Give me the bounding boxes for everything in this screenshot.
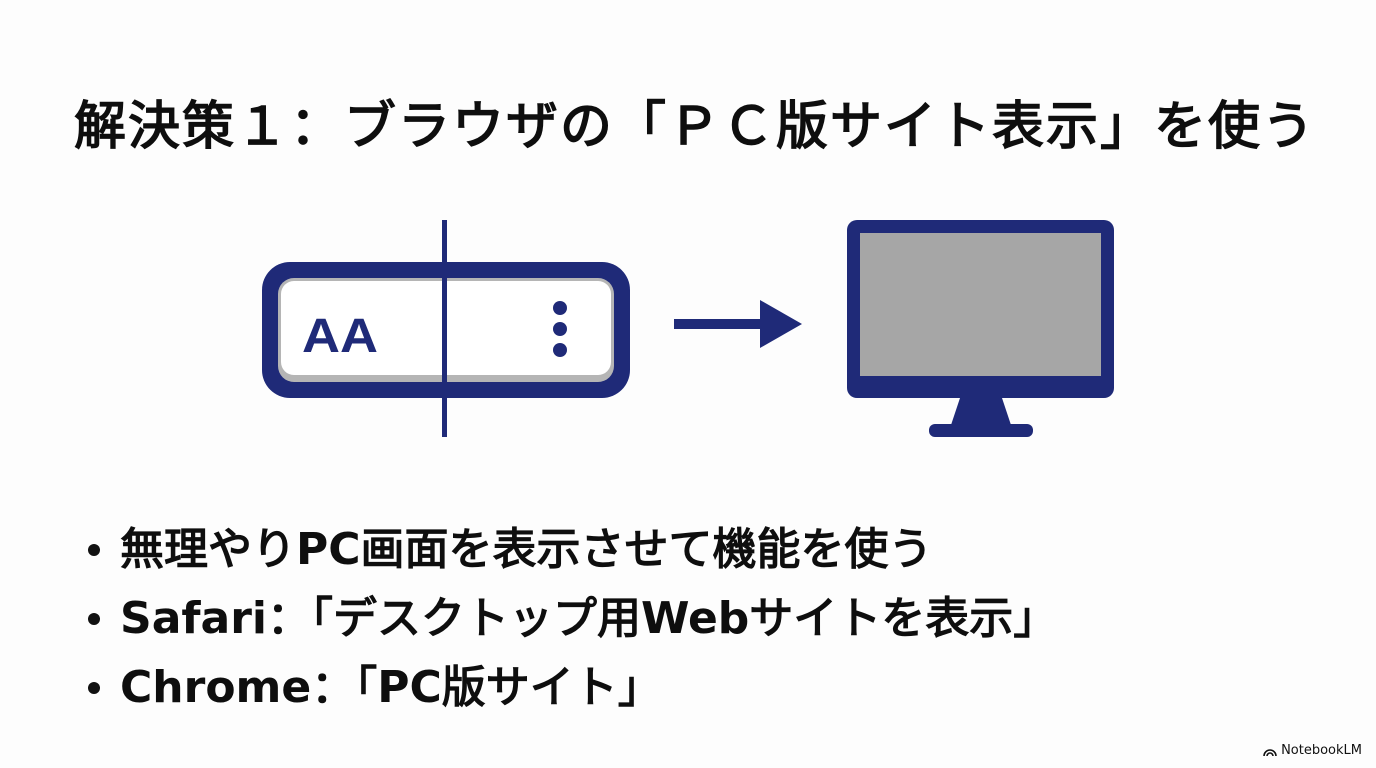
bullet-item: Chrome：「PC版サイト」 [88,653,1057,722]
bullet-dot [88,681,100,694]
illustration: AA [262,220,1114,437]
bullet-item: Safari：「デスクトップ用Webサイトを表示」 [88,584,1057,653]
notebooklm-watermark: NotebookLM [1263,743,1362,758]
slide-title: 解決策１：ブラウザの「ＰＣ版サイト表示」を使う [74,97,1317,157]
desktop-monitor-icon [847,220,1114,437]
arrow-right-icon [674,300,802,348]
menu-dot [553,301,567,315]
bullet-dot [88,543,100,556]
notebooklm-logo-icon [1263,748,1277,756]
menu-dot [553,322,567,336]
menu-dot [553,343,567,357]
bullet-dot [88,612,100,625]
aa-text-size-icon: AA [302,310,378,363]
bullet-list: 無理やりPC画面を表示させて機能を使う Safari：「デスクトップ用Webサイ… [88,515,1057,722]
browser-address-bar-icon: AA [262,220,630,437]
divider-line [442,220,447,437]
bullet-item: 無理やりPC画面を表示させて機能を使う [88,515,1057,584]
